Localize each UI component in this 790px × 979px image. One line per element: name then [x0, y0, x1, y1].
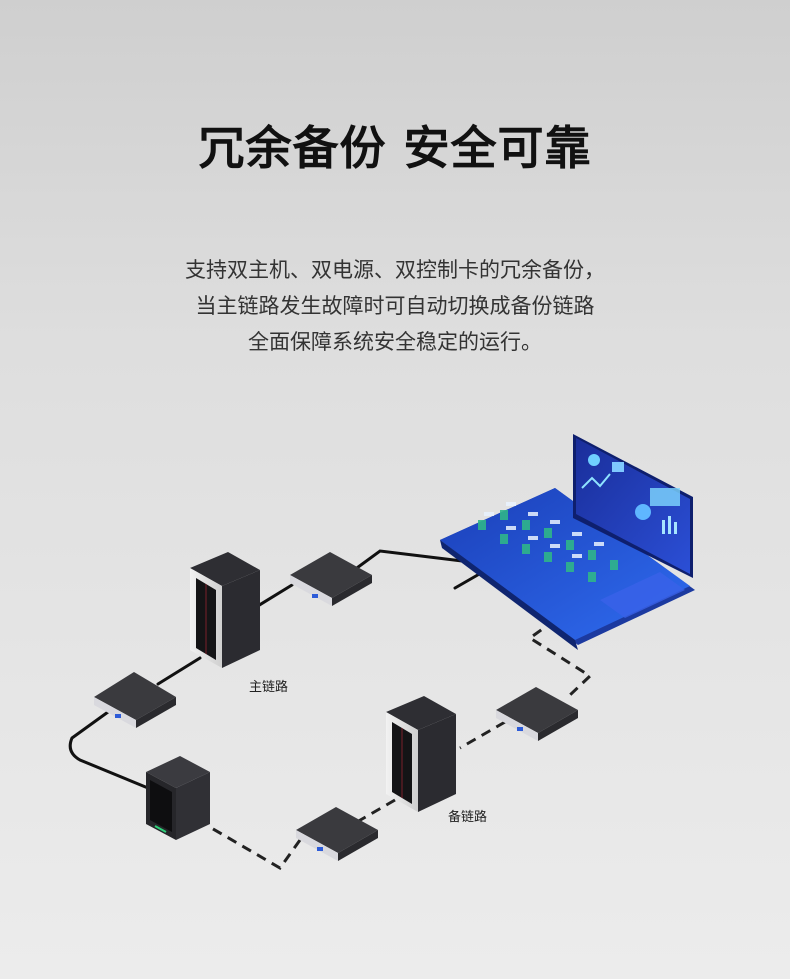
description-line-1: 支持双主机、双电源、双控制卡的冗余备份， [185, 258, 605, 282]
control-desk [440, 488, 695, 650]
description-line-2: 当主链路发生故障时可自动切换成备份链路 [195, 294, 595, 318]
host-tower [146, 756, 210, 840]
description-line-3: 全面保障系统安全稳定的运行。 [248, 330, 542, 354]
page-title: 冗余备份 安全可靠 [198, 121, 592, 175]
switch-device-left [94, 672, 176, 728]
server-cabinet-backup [386, 696, 456, 812]
switch-device-right [496, 687, 578, 741]
description: 支持双主机、双电源、双控制卡的冗余备份， 当主链路发生故障时可自动切换成备份链路… [0, 252, 790, 360]
switch-device-top [290, 552, 372, 606]
backup-link-label: 备链路 [448, 809, 487, 825]
server-cabinet-main [190, 552, 260, 668]
wall-display [573, 434, 693, 578]
switch-device-bottom [296, 807, 378, 861]
main-link-label: 主链路 [249, 679, 288, 695]
